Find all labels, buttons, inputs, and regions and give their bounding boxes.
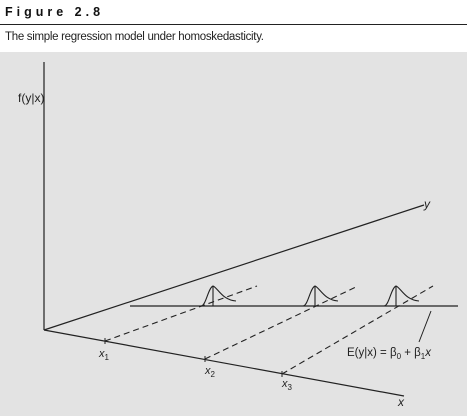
point-label-x3: x3 [281, 378, 293, 392]
figure-header: Figure 2.8 [0, 0, 467, 24]
dashed-line-x2 [204, 285, 359, 360]
point-label-x1: x1 [98, 348, 110, 362]
density-curve-x3 [383, 285, 420, 307]
figure-title-rule [0, 24, 467, 25]
diagram-panel [0, 52, 467, 416]
dashed-line-x1 [104, 285, 258, 342]
figure-caption: The simple regression model under homosk… [5, 31, 264, 43]
point-label-x2: x2 [204, 365, 216, 379]
dashed-line-x3 [281, 285, 434, 375]
y-axis-label: y [423, 197, 431, 211]
figure-title: Figure 2.8 [5, 5, 105, 19]
density-curve-x1 [200, 285, 237, 307]
x-axis-label: x [397, 395, 405, 409]
y-axis [43, 204, 425, 331]
regression-leader-line [418, 310, 432, 343]
regression-equation-label: E(y|x) = β0 + β1x [347, 347, 432, 361]
vertical-axis-label: f(y|x) [18, 91, 44, 105]
x-axis [43, 329, 405, 397]
density-curve-x2 [302, 285, 339, 307]
